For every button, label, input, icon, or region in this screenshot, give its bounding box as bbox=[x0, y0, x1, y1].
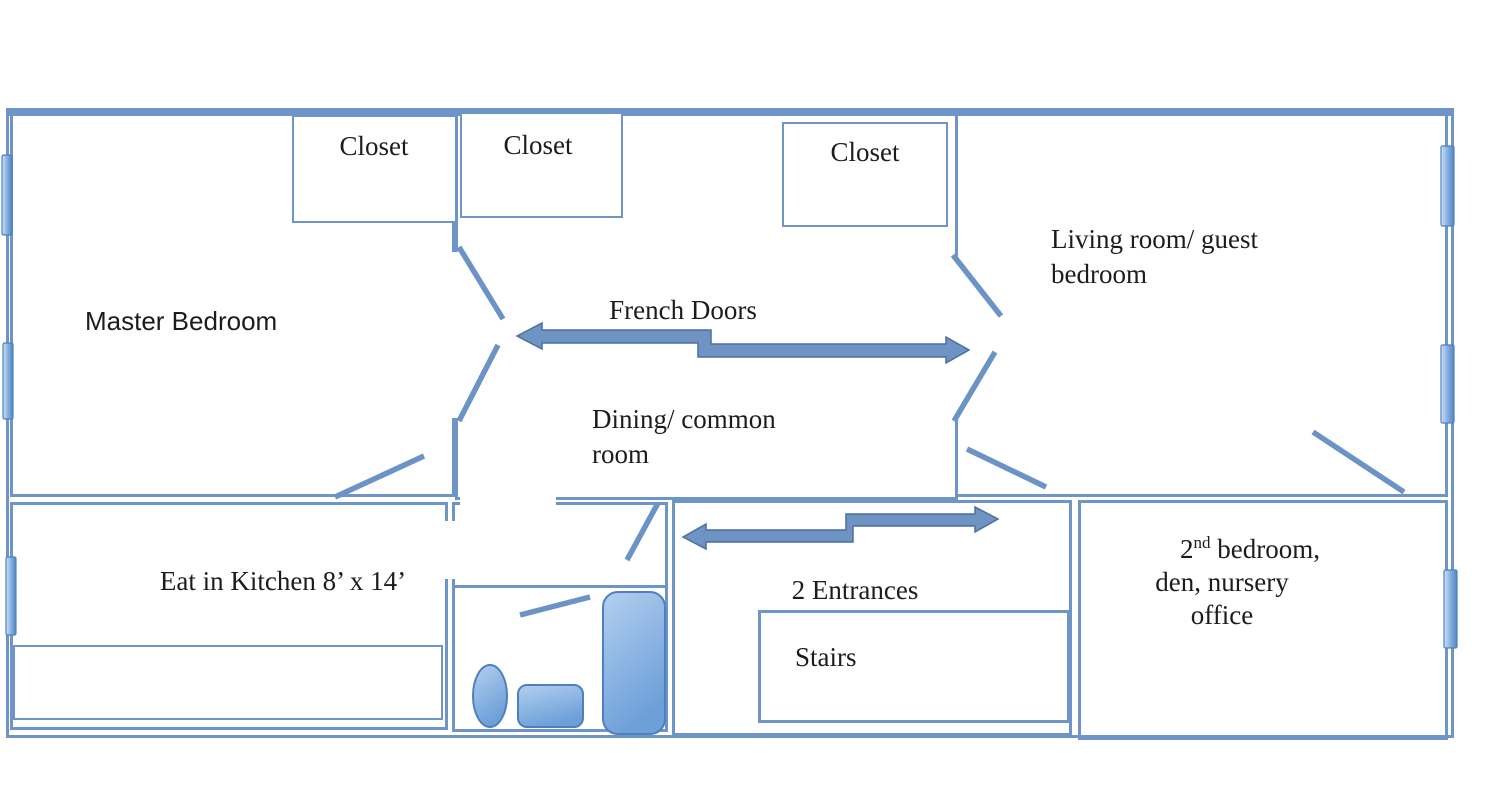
living-room-label: Living room/ guest bedroom bbox=[1051, 222, 1258, 292]
dining-label-line1: Dining/ common bbox=[592, 404, 776, 434]
bathroom-fixtures bbox=[472, 591, 666, 735]
window-icon bbox=[1443, 569, 1458, 649]
dining-room-label: Dining/ common room bbox=[592, 402, 776, 472]
second-bedroom-line2: den, nursery bbox=[1155, 567, 1289, 597]
door-opening-master-dining bbox=[449, 252, 461, 418]
door-swing bbox=[333, 453, 426, 500]
dining-label-line2: room bbox=[592, 439, 649, 469]
door-opening-dining-living bbox=[950, 258, 964, 418]
closet-dining-box bbox=[460, 112, 623, 218]
french-doors-label: French Doors bbox=[609, 295, 757, 325]
closet-master-label: Closet bbox=[339, 131, 409, 161]
closet-living-box bbox=[782, 122, 948, 227]
ordinal-superscript: nd bbox=[1193, 533, 1211, 552]
toilet-icon bbox=[472, 664, 508, 728]
stairs-box bbox=[758, 610, 1070, 723]
window-icon bbox=[1, 154, 13, 236]
door-swing bbox=[456, 245, 506, 321]
window-markers bbox=[1, 145, 1458, 649]
door-swing bbox=[456, 343, 501, 423]
living-label-line1: Living room/ guest bbox=[1051, 224, 1258, 254]
bathtub-icon bbox=[602, 591, 666, 735]
closet-living-label: Closet bbox=[830, 137, 900, 167]
window-icon bbox=[5, 556, 17, 636]
second-bedroom-line1: 2nd bedroom, bbox=[1180, 533, 1320, 564]
door-swing bbox=[519, 594, 591, 618]
room-bathroom bbox=[452, 585, 668, 732]
french-doors-arrow bbox=[515, 321, 971, 365]
door-swing bbox=[624, 501, 661, 562]
window-icon bbox=[1440, 344, 1455, 424]
sink-icon bbox=[517, 684, 584, 728]
window-icon bbox=[1440, 145, 1455, 227]
second-bedroom-line3: office bbox=[1190, 600, 1254, 630]
door-swing bbox=[950, 253, 1004, 318]
door-swings bbox=[333, 245, 1406, 618]
closet-dining-label: Closet bbox=[503, 130, 573, 160]
door-swing bbox=[951, 350, 998, 423]
entrances-label: 2 Entrances bbox=[791, 575, 919, 605]
window-icon bbox=[2, 342, 14, 420]
kitchen-label: Eat in Kitchen 8’ x 14’ bbox=[159, 566, 407, 596]
kitchen-counter bbox=[13, 645, 443, 720]
master-bedroom-label: Master Bedroom bbox=[85, 306, 278, 336]
closet-master-box bbox=[292, 115, 457, 223]
door-swing bbox=[1311, 429, 1406, 495]
entrances-arrow bbox=[681, 505, 1000, 551]
second-bedroom-label: 2nd bedroom, den, nursery office bbox=[1102, 533, 1342, 632]
door-opening-dining-vestibule bbox=[460, 489, 556, 518]
door-opening-kitchen-vestibule bbox=[444, 521, 464, 579]
stairs-label: Stairs bbox=[795, 642, 857, 672]
door-swing bbox=[965, 446, 1048, 490]
living-label-line2: bedroom bbox=[1051, 259, 1147, 289]
room-entrance-hall bbox=[672, 500, 1072, 736]
